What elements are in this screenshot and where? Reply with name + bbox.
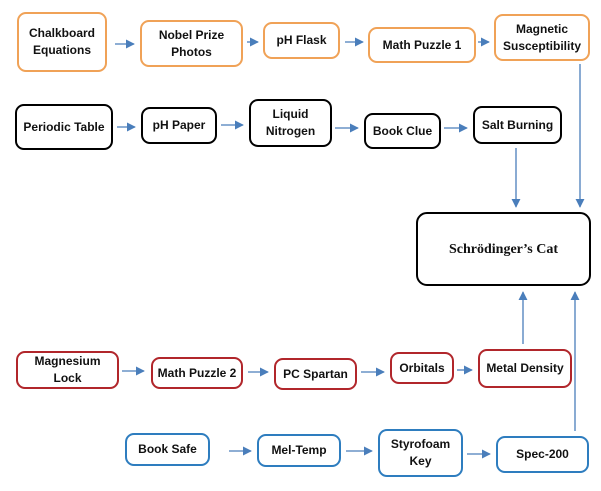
node-ph-paper: pH Paper [141, 107, 217, 144]
node-orbitals: Orbitals [390, 352, 454, 384]
node-schrodingers-cat: Schrödinger’s Cat [416, 212, 591, 286]
node-book-clue: Book Clue [364, 113, 441, 149]
node-mel-temp: Mel-Temp [257, 434, 341, 467]
node-nobel-prize-photos: Nobel Prize Photos [140, 20, 243, 67]
node-math-puzzle-2: Math Puzzle 2 [151, 357, 243, 389]
node-book-safe: Book Safe [125, 433, 210, 466]
node-pc-spartan: PC Spartan [274, 358, 357, 390]
node-ph-flask: pH Flask [263, 22, 340, 59]
node-styrofoam-key: Styrofoam Key [378, 429, 463, 477]
node-spec-200: Spec-200 [496, 436, 589, 473]
node-liquid-nitrogen: Liquid Nitrogen [249, 99, 332, 147]
node-math-puzzle-1: Math Puzzle 1 [368, 27, 476, 63]
node-salt-burning: Salt Burning [473, 106, 562, 144]
node-chalkboard-equations: Chalkboard Equations [17, 12, 107, 72]
node-magnetic-susceptibility: Magnetic Susceptibility [494, 14, 590, 61]
node-periodic-table: Periodic Table [15, 104, 113, 150]
node-metal-density: Metal Density [478, 349, 572, 388]
node-magnesium-lock: Magnesium Lock [16, 351, 119, 389]
